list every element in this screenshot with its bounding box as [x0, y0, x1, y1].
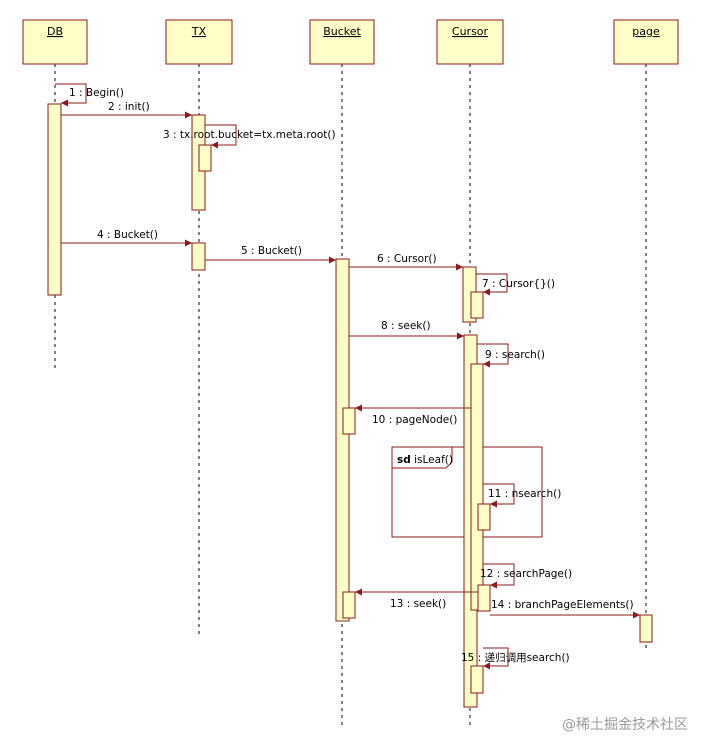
message-5-label: 5 : Bucket() — [241, 245, 302, 257]
message-12-arrow — [483, 563, 515, 589]
fragment-isleaf: sd isLeaf() — [391, 446, 543, 538]
lifeline-bucket-head — [309, 19, 375, 65]
message-3-label: 3 : tx.root.bucket=tx.meta.root() — [163, 129, 336, 141]
message-9-label: 9 : search() — [485, 349, 545, 361]
activation-cursor-6 — [477, 584, 491, 612]
message-7-arrow — [476, 273, 508, 296]
message-6-label: 6 : Cursor() — [377, 253, 437, 265]
activation-cursor-2 — [470, 291, 484, 319]
lifeline-db-head — [22, 19, 88, 65]
activation-db — [47, 103, 62, 296]
watermark: @稀土掘金技术社区 — [562, 717, 688, 733]
message-12-label: 12 : searchPage() — [480, 568, 572, 580]
lifeline-cursor-label: Cursor — [452, 25, 489, 38]
message-13-label: 13 : seek() — [390, 598, 446, 610]
lifeline-bucket-label: Bucket — [323, 25, 361, 38]
activation-bucket — [335, 258, 350, 622]
activation-tx-2 — [198, 144, 212, 172]
message-9-arrow — [477, 343, 509, 368]
fragment-label: sd isLeaf() — [397, 454, 453, 466]
message-14-label: 14 : branchPageElements() — [491, 599, 634, 611]
message-7-label: 7 : Cursor{}() — [482, 278, 555, 290]
message-4-label: 4 : Bucket() — [97, 229, 158, 241]
lifeline-db-label: DB — [47, 25, 63, 38]
activation-cursor-7 — [470, 665, 484, 694]
lifeline-tx-head — [165, 19, 233, 65]
activation-page — [639, 614, 653, 643]
message-3-arrow — [205, 124, 237, 149]
activation-bucket-2 — [342, 407, 356, 435]
message-15-label: 15 : 递归调用search() — [461, 651, 570, 664]
activation-cursor-4 — [470, 363, 484, 611]
message-1-label: 1 : Begin() — [69, 87, 124, 99]
activation-cursor-5 — [477, 503, 491, 531]
lifeline-page-head — [613, 19, 679, 65]
message-8-label: 8 : seek() — [381, 320, 431, 332]
message-2-label: 2 : init() — [108, 101, 150, 113]
activation-bucket-3 — [342, 591, 356, 619]
activation-tx-3 — [191, 242, 206, 271]
lifeline-cursor-head — [436, 19, 504, 65]
lifeline-tx-label: TX — [191, 25, 207, 38]
lifeline-page-label: page — [632, 25, 660, 38]
message-11-arrow — [483, 483, 515, 508]
message-15-arrow — [483, 647, 509, 670]
message-1-arrow — [55, 83, 87, 107]
message-10-label: 10 : pageNode() — [372, 414, 457, 426]
message-11-label: 11 : nsearch() — [488, 488, 561, 500]
